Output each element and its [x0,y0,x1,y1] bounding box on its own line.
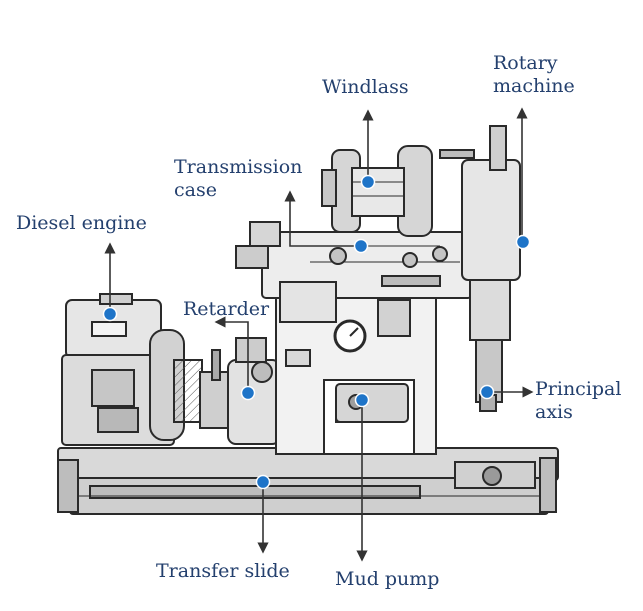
arrow-transmission-case [284,190,360,247]
arrow-retarder [214,316,249,392]
label-rotary-machine-line2: machine [493,75,575,97]
label-retarder: Retarder [183,298,269,321]
label-rotary-machine-line1: Rotary [493,52,558,74]
label-diesel-engine-line1: Diesel engine [16,212,147,234]
label-transmission-case-line1: Transmission [174,156,303,178]
pressure-gauge-icon [333,319,367,353]
label-windlass-line1: Windlass [322,76,409,98]
label-transmission-case: Transmission case [174,156,302,202]
label-principal-axis-line2: axis [535,401,573,423]
dot-retarder [240,385,256,401]
mud-pump [335,383,409,423]
transmission-case [235,221,473,299]
callout-dots [102,174,531,490]
dot-transmission-case [353,238,369,254]
label-transmission-case-line2: case [174,179,217,201]
label-windlass: Windlass [322,76,409,99]
rotary-machine [439,125,521,412]
label-transfer-slide: Transfer slide [156,560,290,583]
dot-principal-axis [479,384,495,400]
label-diesel-engine: Diesel engine [16,212,147,235]
label-rotary-machine: Rotary machine [493,52,575,98]
windlass [321,145,433,237]
label-transfer-slide-line1: Transfer slide [156,560,290,582]
dot-rotary-machine [515,234,531,250]
label-mud-pump: Mud pump [335,568,439,591]
dot-windlass [360,174,376,190]
callout-lines [104,107,534,562]
dot-mud-pump [354,392,370,408]
label-mud-pump-line1: Mud pump [335,568,440,590]
diesel-engine [61,293,203,446]
label-principal-axis: Principal axis [535,378,621,424]
label-principal-axis-line1: Principal [535,378,622,400]
dot-diesel-engine [102,306,118,322]
dot-transfer-slide [255,474,271,490]
label-retarder-line1: Retarder [183,298,270,320]
main-body [275,281,437,455]
base-frame [57,447,559,515]
